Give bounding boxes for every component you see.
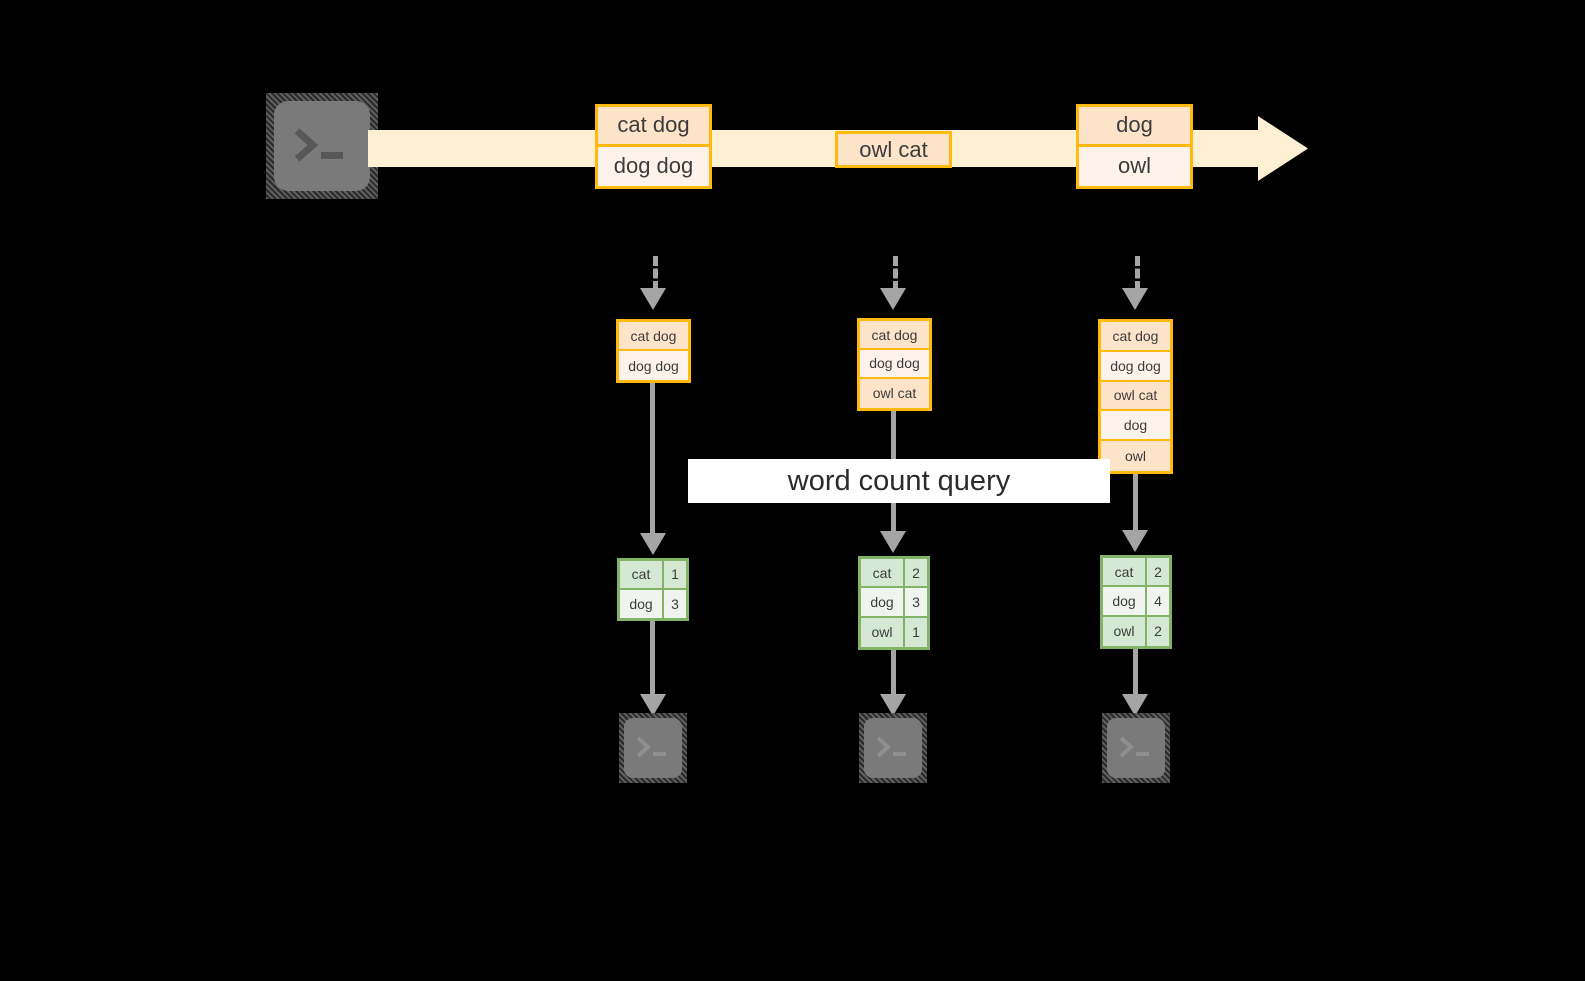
result-word: owl xyxy=(1103,616,1147,646)
sink-terminal-icon-2 xyxy=(859,713,927,783)
result-row: cat 2 xyxy=(861,559,927,589)
result-row: dog 4 xyxy=(1103,587,1169,617)
snapshot-3-result: cat 2 dog 4 owl 2 xyxy=(1100,555,1172,649)
snapshot-1-result: cat 1 dog 3 xyxy=(617,558,689,621)
snapshot-record: dog dog xyxy=(1101,351,1170,382)
snapshot-tap-line-2 xyxy=(893,256,898,291)
stream-record: owl xyxy=(1079,146,1190,186)
sink-arrowhead-2 xyxy=(880,694,906,716)
snapshot-record: owl xyxy=(1101,441,1170,471)
snapshot-tap-line-1 xyxy=(653,256,658,291)
sink-arrowhead-3 xyxy=(1122,694,1148,716)
sink-line-2 xyxy=(891,650,896,696)
snapshot-tap-arrowhead-3 xyxy=(1122,288,1148,310)
event-stream-arrowhead xyxy=(1258,116,1308,181)
snapshot-record: owl cat xyxy=(860,378,929,408)
snapshot-tap-line-3 xyxy=(1135,256,1140,291)
result-word: dog xyxy=(1103,587,1147,615)
result-row: owl 2 xyxy=(1103,616,1169,646)
result-count: 1 xyxy=(905,617,927,647)
snapshot-tap-arrowhead-2 xyxy=(880,288,906,310)
result-word: cat xyxy=(1103,558,1147,586)
result-word: dog xyxy=(861,588,905,616)
snapshot-record: dog dog xyxy=(619,351,688,380)
query-arrowhead-3 xyxy=(1122,530,1148,552)
query-line-3 xyxy=(1133,474,1138,531)
result-count: 3 xyxy=(905,588,927,616)
snapshot-record: dog xyxy=(1101,411,1170,442)
sink-line-1 xyxy=(650,621,655,696)
snapshot-tap-arrowhead-1 xyxy=(640,288,666,310)
snapshot-3-records: cat dog dog dog owl cat dog owl xyxy=(1098,319,1173,474)
snapshot-2-records: cat dog dog dog owl cat xyxy=(857,318,932,411)
source-terminal-icon xyxy=(266,93,378,199)
terminal-screen xyxy=(624,718,682,778)
result-row: dog 3 xyxy=(620,589,686,618)
sink-terminal-icon-1 xyxy=(619,713,687,783)
terminal-prompt-glyph xyxy=(619,713,687,783)
snapshot-2-result: cat 2 dog 3 owl 1 xyxy=(858,556,930,650)
result-word: dog xyxy=(620,589,664,618)
terminal-prompt-glyph xyxy=(1102,713,1170,783)
result-word: owl xyxy=(861,617,905,647)
terminal-screen xyxy=(864,718,922,778)
sink-line-3 xyxy=(1133,649,1138,696)
snapshot-1-records: cat dog dog dog xyxy=(616,319,691,383)
sink-arrowhead-1 xyxy=(640,694,666,716)
stream-record: dog xyxy=(1079,107,1190,147)
result-count: 2 xyxy=(905,559,927,587)
snapshot-record: dog dog xyxy=(860,350,929,379)
query-label: word count query xyxy=(688,459,1110,503)
terminal-prompt-glyph xyxy=(859,713,927,783)
terminal-screen xyxy=(274,101,370,191)
result-count: 1 xyxy=(664,561,686,588)
stream-group-2: owl cat xyxy=(835,131,952,168)
result-count: 2 xyxy=(1147,616,1169,646)
result-row: dog 3 xyxy=(861,588,927,618)
snapshot-record: cat dog xyxy=(860,321,929,350)
stream-group-1: cat dog dog dog xyxy=(595,104,712,189)
result-row: cat 2 xyxy=(1103,558,1169,588)
stream-group-3: dog owl xyxy=(1076,104,1193,189)
stream-record: cat dog xyxy=(598,107,709,147)
terminal-prompt-glyph xyxy=(266,93,378,199)
query-arrowhead-1 xyxy=(640,533,666,555)
result-word: cat xyxy=(620,561,664,588)
snapshot-record: cat dog xyxy=(1101,322,1170,352)
sink-terminal-icon-3 xyxy=(1102,713,1170,783)
snapshot-record: owl cat xyxy=(1101,381,1170,412)
result-count: 4 xyxy=(1147,587,1169,615)
snapshot-record: cat dog xyxy=(619,322,688,351)
result-count: 2 xyxy=(1147,558,1169,586)
query-line-1 xyxy=(650,383,655,534)
query-arrowhead-2 xyxy=(880,531,906,553)
result-count: 3 xyxy=(664,589,686,618)
terminal-screen xyxy=(1107,718,1165,778)
stream-record: owl cat xyxy=(838,134,949,165)
result-row: owl 1 xyxy=(861,617,927,647)
stream-record: dog dog xyxy=(598,146,709,186)
result-row: cat 1 xyxy=(620,561,686,590)
result-word: cat xyxy=(861,559,905,587)
